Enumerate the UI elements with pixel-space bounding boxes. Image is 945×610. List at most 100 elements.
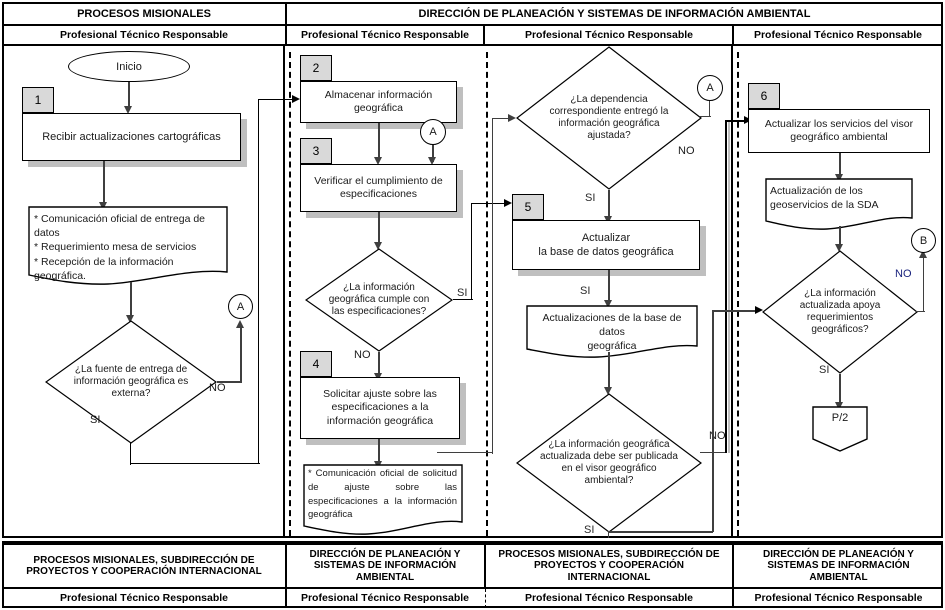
dec3-decision: ¿La dependencia correspondiente entregó … [516,46,702,190]
footer-role-col2: Profesional Técnico Responsable [300,591,470,604]
canvas-bottom-border [2,536,943,538]
link-loop-to-dec3-vertical [492,118,494,454]
link-connA3-horizontal [700,116,711,118]
step6-number-tag: 6 [748,83,780,109]
connector-b: B [911,228,936,253]
dec5-decision: ¿La información actualizada apoya requer… [762,250,918,374]
link-dec1-si-horizontal [130,463,260,465]
doc3-document: Actualizaciones de la base de datos geog… [526,305,698,358]
step3-process: Verificar el cumplimiento de especificac… [300,164,457,212]
link-doc4-to-dec5 [839,226,841,248]
link-doc1-to-dec1 [130,282,132,318]
arrowhead-dec1-si-step2 [292,95,300,103]
step4-process: Solicitar ajuste sobre las especificacio… [300,377,460,439]
link-step2-to-step3 [378,123,380,160]
link-dec5-no-horizontal [916,311,925,313]
header-role-col1: Profesional Técnico Responsable [59,28,229,41]
link-dec2-si-vertical [471,203,473,300]
doc3-text-block: Actualizaciones de la base de datos geog… [526,305,698,358]
step1-process: Recibir actualizaciones cartográficas [22,113,241,161]
header-role-divider-3 [732,26,734,45]
header-top-divider [285,2,287,24]
link-dec3-si-to-step5 [608,190,610,219]
footer-role-divider-1 [285,589,287,608]
arrowhead-step5-doc3 [604,300,612,308]
dec4-text: ¿La información geográfica actualizada d… [540,438,678,487]
doc4-text-block: Actualización de los geoservicios de la … [765,178,913,230]
connector-a-col3: A [697,75,723,101]
start-terminator: Inicio [68,51,190,82]
doc2-text: * Comunicación oficial de solicitud de a… [308,468,457,521]
footer-band [2,543,943,608]
step2-number-tag: 2 [300,55,332,81]
link-connA3-vertical [709,101,711,117]
footer-org-divider-1 [285,543,287,587]
arrowhead-doc1-dec1 [126,315,134,323]
dec3-shape-outline [516,46,702,190]
dec4-decision: ¿La información geográfica actualizada d… [516,393,702,533]
link-step5-to-doc3 [608,270,610,303]
doc4-shape-outline [765,178,913,230]
dec2-shape-outline [305,248,453,352]
link-doc3-to-dec4 [608,352,610,390]
dec3-label-no: NO [678,145,695,157]
offpage-shape-outline [812,406,868,452]
dec2-decision: ¿La información geográfica cumple con la… [305,248,453,352]
arrowhead-step3-dec2 [374,242,382,250]
dec2-label-no: NO [354,349,371,361]
step6-process: Actualizar los servicios del visor geogr… [748,109,930,153]
link-dec4-si-down [608,532,610,538]
dec2-text: ¿La información geográfica cumple con la… [328,281,430,318]
arrowhead-dec5-offpage [835,402,843,410]
doc4-document: Actualización de los geoservicios de la … [765,178,913,230]
arrowhead-doc3-dec4 [604,387,612,395]
lane-divider-1-dashed [289,52,291,536]
step5-label-line2: la base de datos geográfica [538,246,674,258]
link-step4-to-doc2 [378,439,380,464]
footer-role-divider-2-dashed [485,589,486,608]
header-role-col4: Profesional Técnico Responsable [753,28,923,41]
footer-org-divider-3 [732,543,734,587]
dec3-label-si: SI [585,192,596,204]
step5-label-si: SI [580,285,591,297]
doc3-line2: geográfica [587,340,637,353]
dec2-label-si: SI [457,287,468,299]
footer-org-divider-2 [484,543,486,587]
link-dec2-si-to-step5 [471,203,507,205]
offpage-label: P/2 [831,412,849,424]
link-loop-to-dec3-horizontal [492,118,512,120]
link-dec5-si-to-offpage [839,374,841,405]
footer-org-col4: DIRECCIÓN DE PLANEACIÓN Y SISTEMAS DE IN… [763,549,914,583]
arrowhead-start-step1 [124,106,132,114]
link-dec1-si-to-step2 [258,99,296,101]
footer-role-col3: Profesional Técnico Responsable [524,591,694,604]
link-dec4-no-vertical [725,120,727,453]
arrowhead-step1-doc1 [99,202,107,210]
footer-org-col3: PROCESOS MISIONALES, SUBDIRECCIÓN DE PRO… [498,549,720,583]
step2-process: Almacenar información geográfica [300,81,457,123]
doc1-document: * Comunicación oficial de entrega de dat… [28,206,228,286]
step5-process: Actualizar la base de datos geográfica [512,220,700,270]
dec1-label-no: NO [209,382,226,394]
footer-role-col1: Profesional Técnico Responsable [59,591,229,604]
doc1-line1: * Comunicación oficial de entrega de dat… [34,213,206,240]
header-row-separator [2,24,943,26]
arrowhead-into-dec3 [508,114,516,122]
lane-divider-3-solid [731,46,733,538]
arrowhead-dec1-no-connA [236,320,244,328]
dec4-label-si: SI [584,524,595,536]
dec1-decision: ¿La fuente de entrega de información geo… [45,320,217,444]
link-dec5-no-vertical [923,256,925,312]
header-role-divider-2 [483,26,485,45]
doc2-text-block: * Comunicación oficial de solicitud de a… [303,464,463,536]
link-dec4-no-to-step6 [725,120,749,122]
dec5-text: ¿La información actualizada apoya requer… [799,287,881,336]
header-title-procesos-misionales: PROCESOS MISIONALES [77,7,211,20]
doc4-line2: geoservicios de la SDA [770,199,879,212]
link-dec4-si-vertical-up [712,310,714,532]
doc1-line3: * Recepción de la información geográfica… [34,255,174,282]
link-dec2-no-to-step4 [378,352,380,376]
dec1-text: ¿La fuente de entrega de información geo… [73,363,189,400]
link-dec2-si-horizontal [453,299,473,301]
